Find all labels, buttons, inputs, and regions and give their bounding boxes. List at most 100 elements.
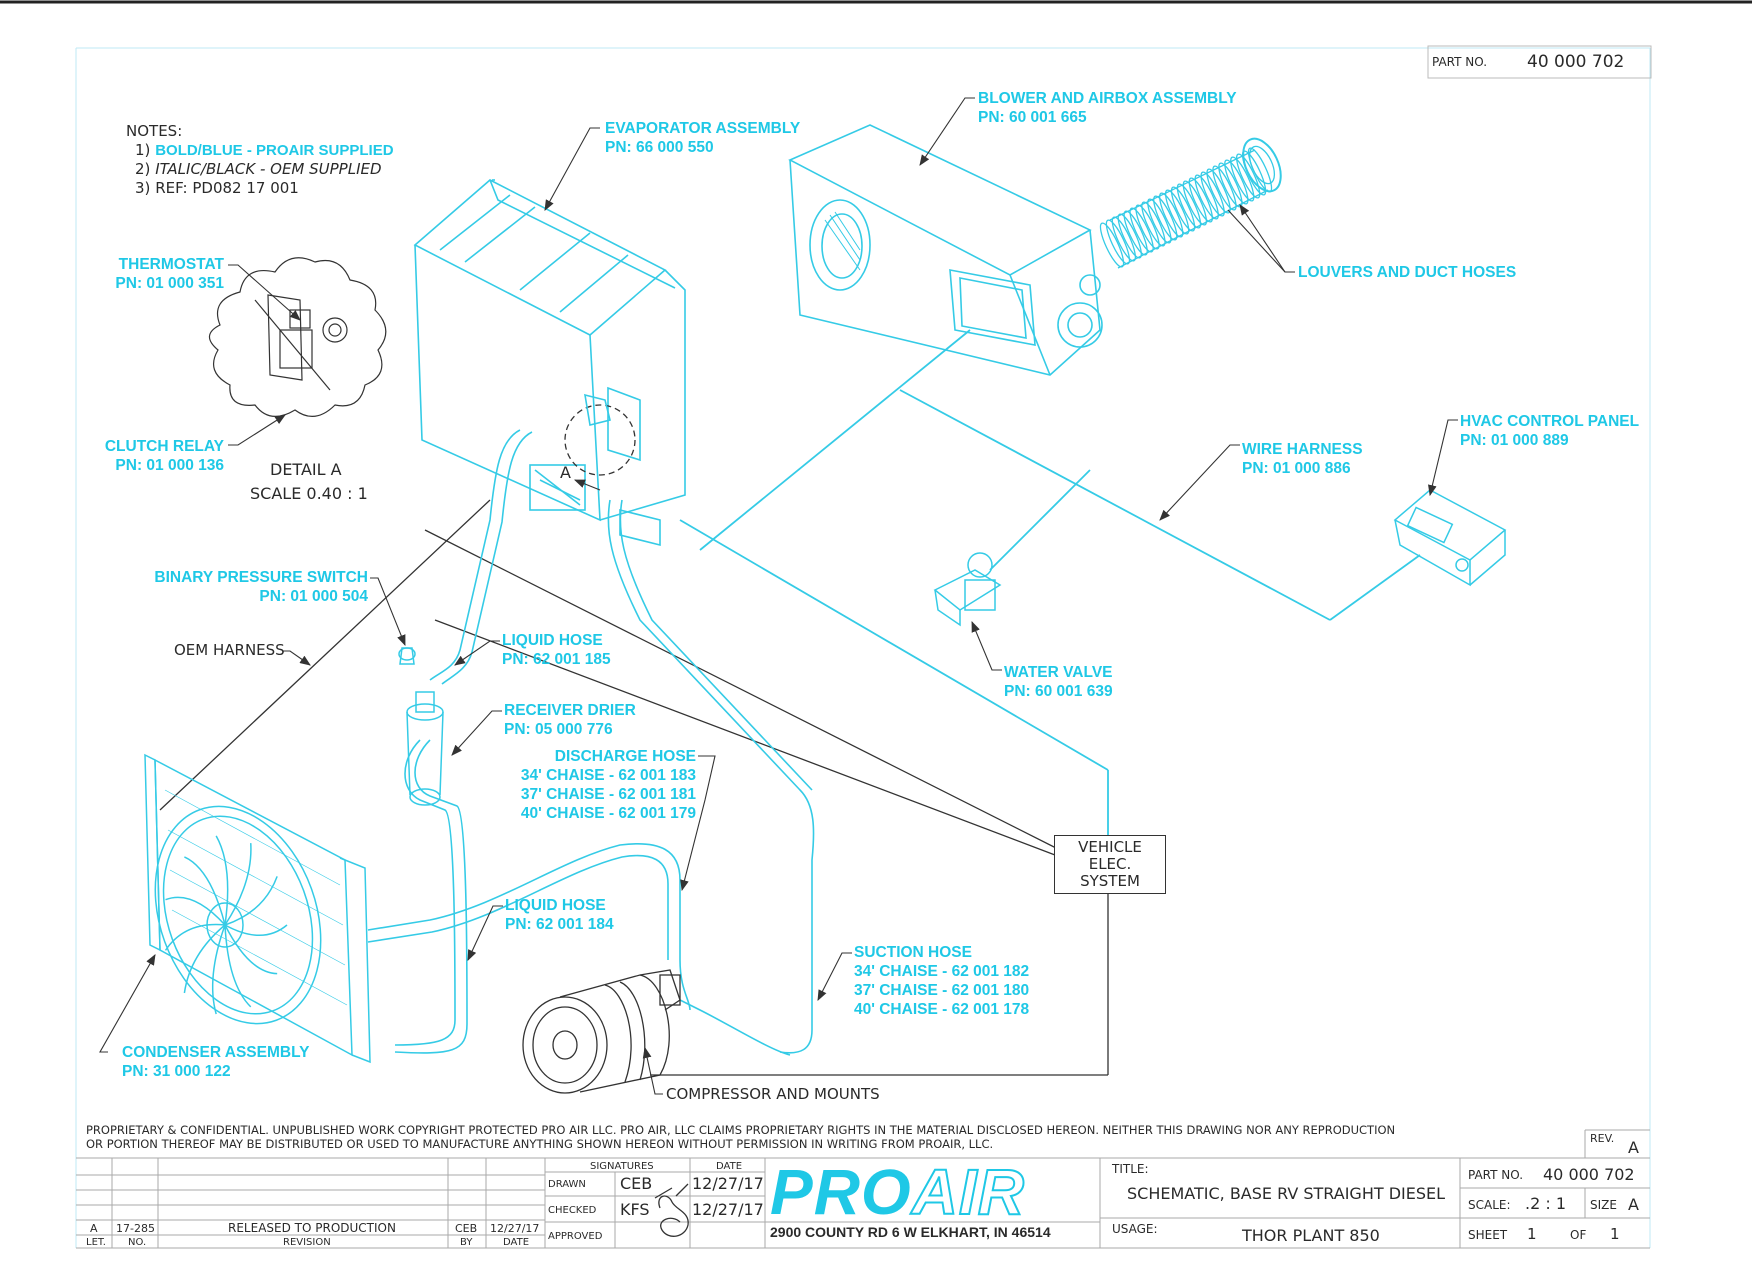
duct-coil [1135, 204, 1160, 250]
rev-let-header: LET. [86, 1237, 106, 1248]
duct-coil [1182, 180, 1208, 226]
proprietary-line-2: OR PORTION THEREOF MAY BE DISTRIBUTED OR… [86, 1137, 994, 1151]
page-frame [0, 0, 1752, 1248]
duct-coil [1147, 198, 1172, 244]
drawing-title: SCHEMATIC, BASE RV STRAIGHT DIESEL [1127, 1184, 1446, 1203]
rev-by: CEB [455, 1222, 478, 1235]
condenser-illustration [144, 753, 371, 1064]
duct-coil [1164, 189, 1190, 235]
hvac-panel-label: HVAC CONTROL PANEL PN: 01 000 889 [1460, 413, 1640, 449]
checked-label: CHECKED [548, 1205, 597, 1216]
hvac-panel-illustration [1393, 489, 1507, 587]
wire-harness-lines [679, 329, 1421, 840]
duct-coil [1105, 219, 1131, 265]
part-no-value: 40 000 702 [1543, 1165, 1635, 1184]
evaporator-illustration [413, 179, 686, 547]
note-3: 3) REF: PD082 17 001 [135, 179, 299, 197]
proprietary-line-1: PROPRIETARY & CONFIDENTIAL. UNPUBLISHED … [86, 1123, 1396, 1137]
detail-title: DETAIL A [270, 460, 342, 479]
fan-blade [165, 896, 226, 926]
fan-blade [211, 924, 226, 1015]
rev-revision: RELEASED TO PRODUCTION [228, 1221, 396, 1235]
blower-label: BLOWER AND AIRBOX ASSEMBLY PN: 60 001 66… [978, 90, 1237, 126]
rev-value: A [1628, 1138, 1639, 1157]
duct-coil [1212, 165, 1237, 211]
clutch-relay-label: CLUTCH RELAY PN: 01 000 136 [104, 438, 224, 474]
rev-date-header: DATE [503, 1237, 530, 1248]
refrigerant-hoses [367, 429, 815, 1056]
title-label: TITLE: [1112, 1162, 1149, 1176]
of-label: OF [1570, 1228, 1587, 1242]
duct-coil [1123, 210, 1148, 256]
thermostat-label: THERMOSTAT PN: 01 000 351 [115, 256, 224, 292]
size-label: SIZE [1590, 1198, 1617, 1212]
suction-hose-label: SUCTION HOSE 34' CHAISE - 62 001 182 37'… [854, 944, 1030, 1018]
title-block-grid [76, 1129, 1650, 1249]
duct-coil [1188, 177, 1213, 223]
of-value: 1 [1610, 1225, 1620, 1243]
duct-coil [1153, 195, 1178, 241]
part-no-top-value: 40 000 702 [1527, 52, 1625, 72]
usage-value: THOR PLANT 850 [1242, 1226, 1380, 1245]
part-no-top-label: PART NO. [1432, 55, 1488, 69]
duct-coil [1230, 156, 1255, 202]
rev-revision-header: REVISION [283, 1237, 331, 1248]
oem-harness-label: OEM HARNESS [174, 641, 285, 659]
duct-coil [1141, 201, 1166, 247]
duct-coil [1200, 171, 1225, 217]
scale-value: .2 : 1 [1525, 1194, 1567, 1213]
binary-switch-label: BINARY PRESSURE SWITCH PN: 01 000 504 [154, 569, 368, 605]
proair-logo: PROAIR [770, 1156, 1025, 1228]
liquid-hose-2-label: LIQUID HOSE PN: 62 001 184 [505, 897, 614, 933]
usage-label: USAGE: [1112, 1222, 1158, 1236]
vehicle-elec-box: VEHICLE ELEC. SYSTEM [1054, 835, 1166, 894]
notes-title: NOTES: [126, 122, 183, 140]
rev-label: REV. [1590, 1132, 1615, 1145]
duct-coil [1111, 216, 1136, 262]
water-valve-illustration [933, 552, 1002, 627]
fan-blade [224, 924, 252, 1008]
compressor-label: COMPRESSOR AND MOUNTS [666, 1085, 880, 1103]
company-address: 2900 COUNTY RD 6 W ELKHART, IN 46514 [770, 1224, 1051, 1240]
electrical-wiring [159, 499, 1109, 1076]
compressor-illustration [522, 969, 681, 1094]
drawn-by: CEB [620, 1174, 653, 1193]
duct-coil [1170, 186, 1196, 232]
sheet-label: SHEET [1468, 1228, 1508, 1242]
receiver-drier-label: RECEIVER DRIER PN: 05 000 776 [504, 702, 636, 738]
drawn-label: DRAWN [548, 1179, 586, 1190]
fan-blade [224, 876, 278, 926]
approved-label: APPROVED [548, 1231, 603, 1242]
thermostat-detail-illustration [208, 257, 387, 417]
duct-coil [1099, 222, 1125, 268]
duct-coil [1236, 153, 1261, 199]
rev-by-header: BY [460, 1237, 473, 1248]
liquid-hose-1-label: LIQUID HOSE PN: 62 001 185 [502, 632, 611, 668]
fan-blade [184, 856, 226, 926]
rev-no-header: NO. [128, 1237, 147, 1248]
rev-let: A [90, 1222, 98, 1235]
detail-scale: SCALE 0.40 : 1 [250, 484, 368, 503]
discharge-hose-label: DISCHARGE HOSE 34' CHAISE - 62 001 183 3… [520, 748, 696, 822]
checked-by: KFS [620, 1200, 650, 1219]
duct-hose-illustration [1099, 137, 1282, 269]
note-2: 2) ITALIC/BLACK - OEM SUPPLIED [135, 160, 382, 178]
leader-lines [99, 97, 1458, 1095]
fan-blade [183, 924, 226, 994]
notes-block: NOTES: 1) BOLD/BLUE - PROAIR SUPPLIED 2)… [126, 122, 394, 198]
duct-coil [1224, 159, 1249, 205]
signatures-date-header: DATE [716, 1161, 743, 1172]
wire-harness-label: WIRE HARNESS PN: 01 000 886 [1242, 441, 1363, 477]
scale-label: SCALE: [1468, 1198, 1511, 1212]
part-no-label: PART NO. [1468, 1168, 1524, 1182]
signature-scribble [654, 1183, 689, 1237]
note-1: 1) BOLD/BLUE - PROAIR SUPPLIED [135, 141, 394, 159]
rev-no: 17-285 [116, 1222, 155, 1235]
signatures-header: SIGNATURES [590, 1161, 654, 1172]
duct-coil [1176, 183, 1202, 229]
fan-blade [224, 843, 252, 926]
evaporator-label: EVAPORATOR ASSEMBLY PN: 66 000 550 [605, 120, 801, 156]
fan-blade [224, 924, 288, 936]
blower-illustration [788, 124, 1103, 376]
